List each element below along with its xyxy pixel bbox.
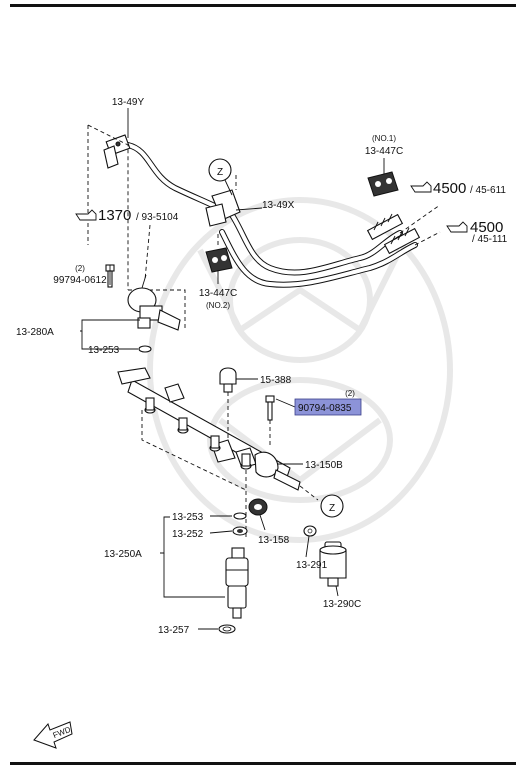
label-13-447c-no1: 13-447C [365,146,403,157]
label-13-250a: 13-250A [104,549,142,560]
bolt-90794-0835 [265,395,275,445]
label-13-150b: 13-150B [305,460,343,471]
qty-2-b: (2) [345,389,355,398]
z-callout-bottom: Z [320,494,344,518]
connector-13-49y [103,134,131,169]
ref-93-5104: / 93-5104 [136,212,179,223]
z-callout-top: Z [208,158,232,182]
label-13-253-lower: 13-253 [172,512,204,523]
label-15-388: 15-388 [260,375,292,386]
regulator-13-290c [319,541,347,587]
o-ring-13-253-upper [138,345,152,353]
label-13-291: 13-291 [296,560,328,571]
z-label-bottom: Z [329,503,335,514]
fwd-arrow-icon: FWD [33,721,73,749]
fuel-pipes [103,134,421,288]
label-13-49x: 13-49X [262,200,295,211]
label-13-290c: 13-290C [323,599,361,610]
top-rule [10,4,516,7]
ref-1370: 1370 [98,207,131,224]
pulsation-damper-15-388 [219,367,237,440]
qty-2-a: (2) [75,264,85,273]
z-label-top: Z [217,167,223,178]
clamp-13-447c-no2 [205,247,233,273]
label-13-447c-no1-note: (NO.1) [372,134,396,143]
pointing-hand-icon [446,221,468,233]
label-13-280a: 13-280A [16,327,54,338]
clamp-13-447c-no1 [367,171,399,197]
pipe-end-upper [366,213,404,241]
insulator-13-158 [248,498,268,516]
pointing-hand-icon [75,209,97,221]
label-13-257: 13-257 [158,625,190,636]
ref-4500-b: 4500 [470,219,503,236]
label-13-252: 13-252 [172,529,204,540]
label-13-158: 13-158 [258,535,290,546]
label-99794-0612: 99794-0612 [53,275,107,286]
leader-lines [80,108,385,630]
label-13-447c-no2: 13-447C [199,288,237,299]
ref-45-111: / 45-111 [472,234,508,245]
fuel-rail-13-150b [117,367,301,491]
watermark [147,197,453,543]
pipe-end-lower [383,227,421,255]
ref-4500-a: 4500 [433,180,466,197]
gasket-13-291 [303,525,317,537]
injector-13-250a [225,547,249,619]
ref-45-611: / 45-611 [470,185,506,196]
label-13-447c-no2-note: (NO.2) [206,301,230,310]
label-90794-0835: 90794-0835 [298,403,352,414]
label-13-253-upper: 13-253 [88,345,120,356]
highlight-box [294,398,362,416]
label-13-49y: 13-49Y [112,97,145,108]
o-ring-13-253-lower [233,512,247,520]
bottom-rule [10,762,516,765]
pipe-junction [205,189,241,227]
pressure-regulator-13-280a [127,274,181,331]
pointing-hand-icon [410,181,432,193]
